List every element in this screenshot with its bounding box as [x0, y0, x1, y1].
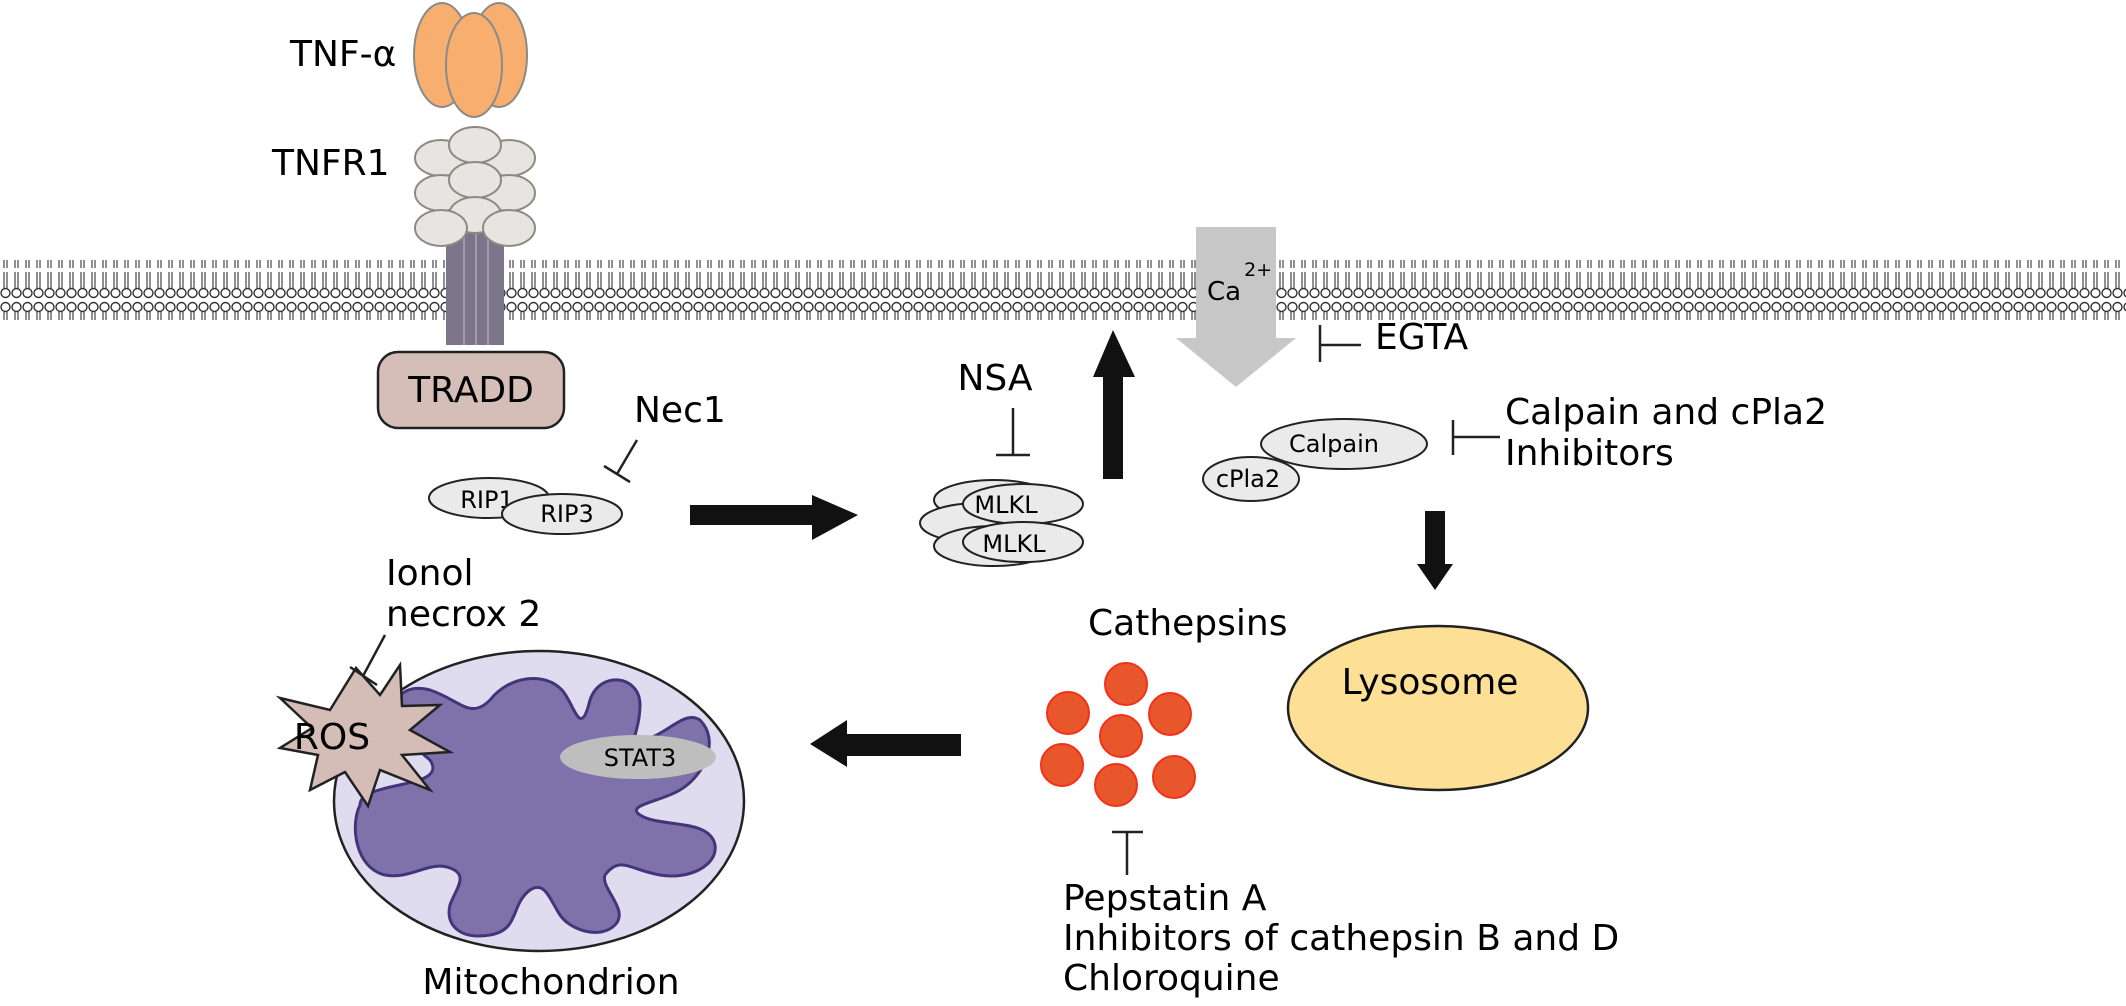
tnf-alpha-label: TNF-α — [289, 34, 396, 75]
egta-inhibition-mark — [1318, 325, 1361, 362]
tnfr1-receptor — [414, 126, 536, 345]
cathepsins-label: Cathepsins — [1088, 603, 1287, 644]
tnfr1-label: TNFR1 — [271, 143, 390, 184]
calpain-label: Calpain — [1289, 430, 1379, 458]
rip3-label: RIP3 — [540, 500, 594, 528]
cell-membrane — [0, 260, 2126, 320]
calpain-inhibition-mark — [1451, 420, 1500, 455]
mlkl-label-bottom: MLKL — [982, 530, 1046, 558]
calpain-inhibitors-line2: Inhibitors — [1505, 433, 1674, 474]
stat3-label: STAT3 — [604, 744, 677, 772]
nec1-inhibition-mark — [603, 439, 639, 484]
cathepsin-inhibition-mark — [1112, 830, 1143, 875]
arrow-mlkl-to-membrane — [1093, 330, 1135, 479]
mlkl-label-top: MLKL — [974, 491, 1038, 519]
cathepsin-particles — [1040, 662, 1196, 807]
arrow-rip-to-mlkl — [690, 495, 858, 540]
stat3-protein — [560, 735, 716, 779]
nsa-label: NSA — [957, 358, 1032, 399]
lysosome-label: Lysosome — [1342, 662, 1519, 703]
cathepsin-inhibitors-label: Inhibitors of cathepsin B and D — [1063, 918, 1619, 959]
tnf-alpha-ligand — [413, 2, 528, 118]
calpain-inhibitors-line1: Calpain and cPla2 — [1505, 392, 1827, 433]
necrox-label: necrox 2 — [386, 594, 541, 635]
calcium-influx-arrow — [1176, 227, 1296, 387]
arrow-to-lysosome — [1417, 511, 1453, 590]
nec1-label: Nec1 — [634, 390, 726, 431]
ros-burst — [275, 661, 455, 809]
lysosome — [1286, 624, 1590, 792]
rip3-protein — [501, 493, 623, 535]
tradd-box — [376, 350, 566, 430]
ionol-label: Ionol — [386, 553, 474, 594]
pepstatin-label: Pepstatin A — [1063, 878, 1267, 919]
chloroquine-label: Chloroquine — [1063, 958, 1280, 999]
calpain-protein — [1260, 418, 1428, 470]
mitochondrion — [332, 649, 746, 953]
cpla2-protein — [1202, 456, 1300, 502]
cpla2-label: cPla2 — [1216, 465, 1280, 493]
tradd-label: TRADD — [407, 370, 534, 411]
mlkl-cluster — [919, 479, 1084, 567]
egta-label: EGTA — [1375, 317, 1469, 358]
mitochondrion-label: Mitochondrion — [422, 962, 679, 1003]
nsa-inhibition-mark — [996, 408, 1030, 457]
ionol-inhibition-mark — [349, 634, 387, 687]
ros-label: ROS — [294, 717, 370, 758]
arrow-cathepsins-to-mitochondrion — [810, 720, 961, 767]
calcium-ion-label: Ca2+ — [1207, 259, 1272, 307]
